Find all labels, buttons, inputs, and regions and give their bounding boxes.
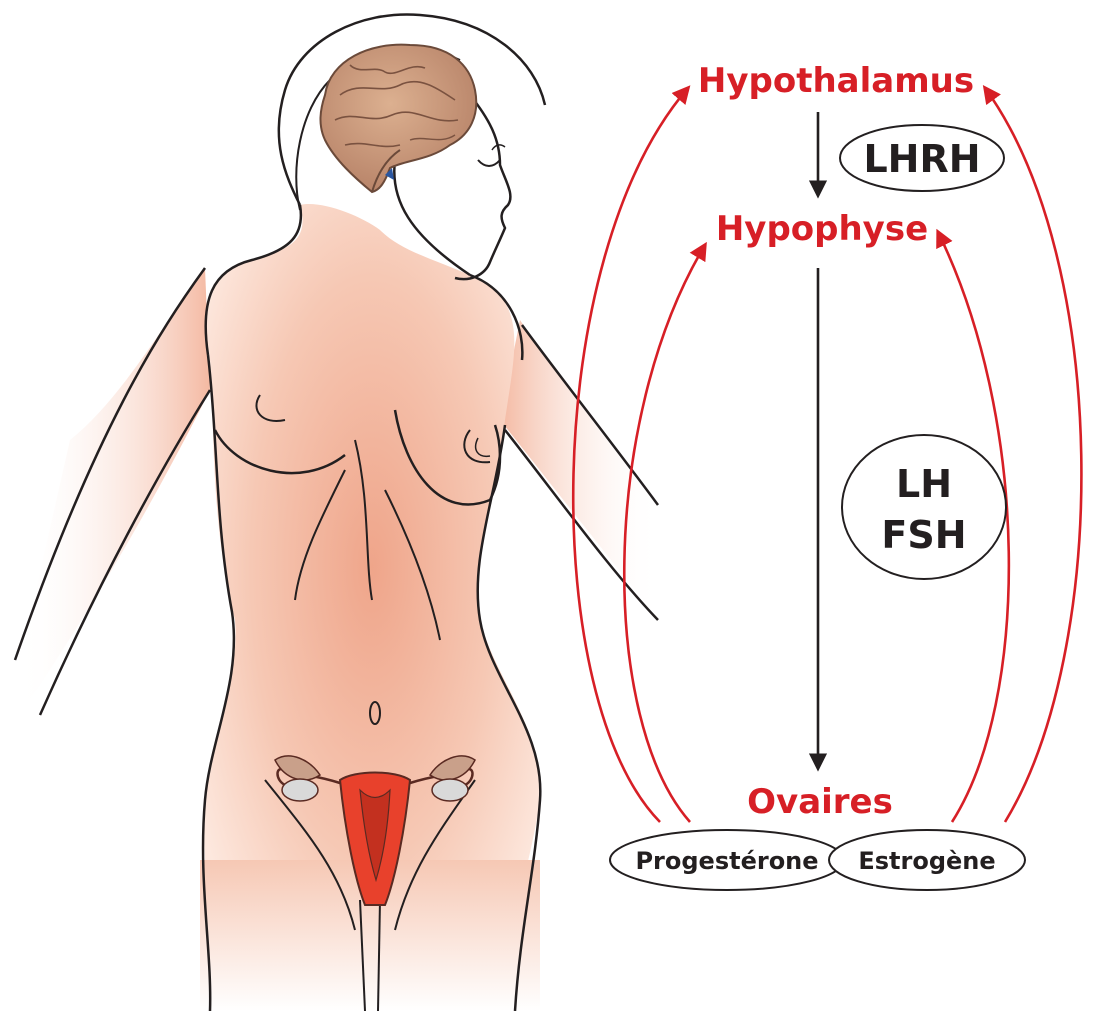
feedback-arrows bbox=[573, 88, 1081, 822]
hypophyse-label: Hypophyse bbox=[716, 209, 928, 249]
estrogene-to-hypothalamus-arrow bbox=[985, 88, 1081, 822]
fsh-label: FSH bbox=[881, 513, 966, 557]
lh-fsh-badge: LH FSH bbox=[842, 435, 1006, 579]
estrogene-label: Estrogène bbox=[858, 847, 995, 875]
estrogene-badge: Estrogène bbox=[829, 830, 1025, 890]
hypothalamus-label: Hypothalamus bbox=[698, 61, 974, 101]
progesterone-label: Progestérone bbox=[635, 847, 818, 875]
lhrh-label: LHRH bbox=[863, 137, 980, 181]
brain-icon bbox=[320, 45, 476, 192]
female-body-icon bbox=[15, 14, 660, 1011]
progesterone-badge: Progestérone bbox=[610, 830, 844, 890]
lhrh-badge: LHRH bbox=[840, 125, 1004, 191]
ovaires-label: Ovaires bbox=[747, 782, 893, 822]
lh-label: LH bbox=[896, 462, 952, 506]
